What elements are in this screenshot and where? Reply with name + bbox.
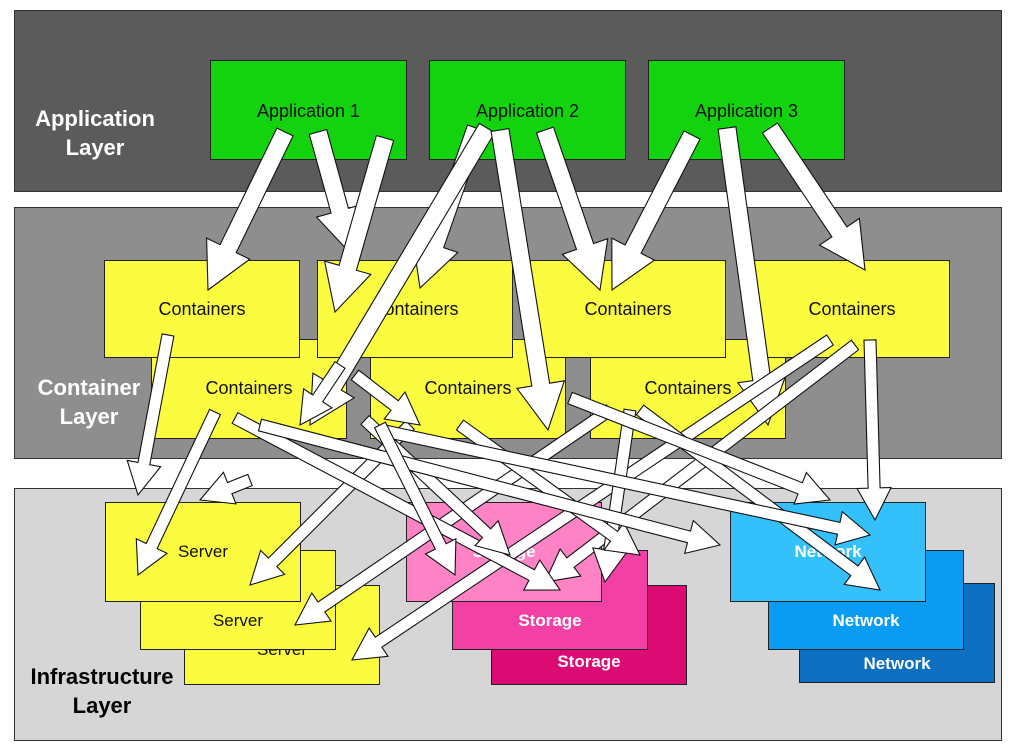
- container-box-front-3: Containers: [530, 260, 726, 358]
- container-box-front-1: Containers: [104, 260, 300, 358]
- container-box-front-2: Containers: [317, 260, 513, 358]
- container-layer-title: Container Layer: [37, 375, 141, 429]
- application-2-box: Application 2: [429, 60, 626, 160]
- container-box-front-4: Containers: [754, 260, 950, 358]
- server-box-1: Server: [105, 502, 301, 602]
- application-1-box: Application 1: [210, 60, 407, 160]
- network-box-1: Network: [730, 502, 926, 602]
- storage-box-1: Storage: [406, 502, 602, 602]
- application-3-box: Application 3: [648, 60, 845, 160]
- application-layer-title: Application Layer: [35, 106, 155, 160]
- infrastructure-layer-title: Infrastructure Layer: [30, 664, 174, 718]
